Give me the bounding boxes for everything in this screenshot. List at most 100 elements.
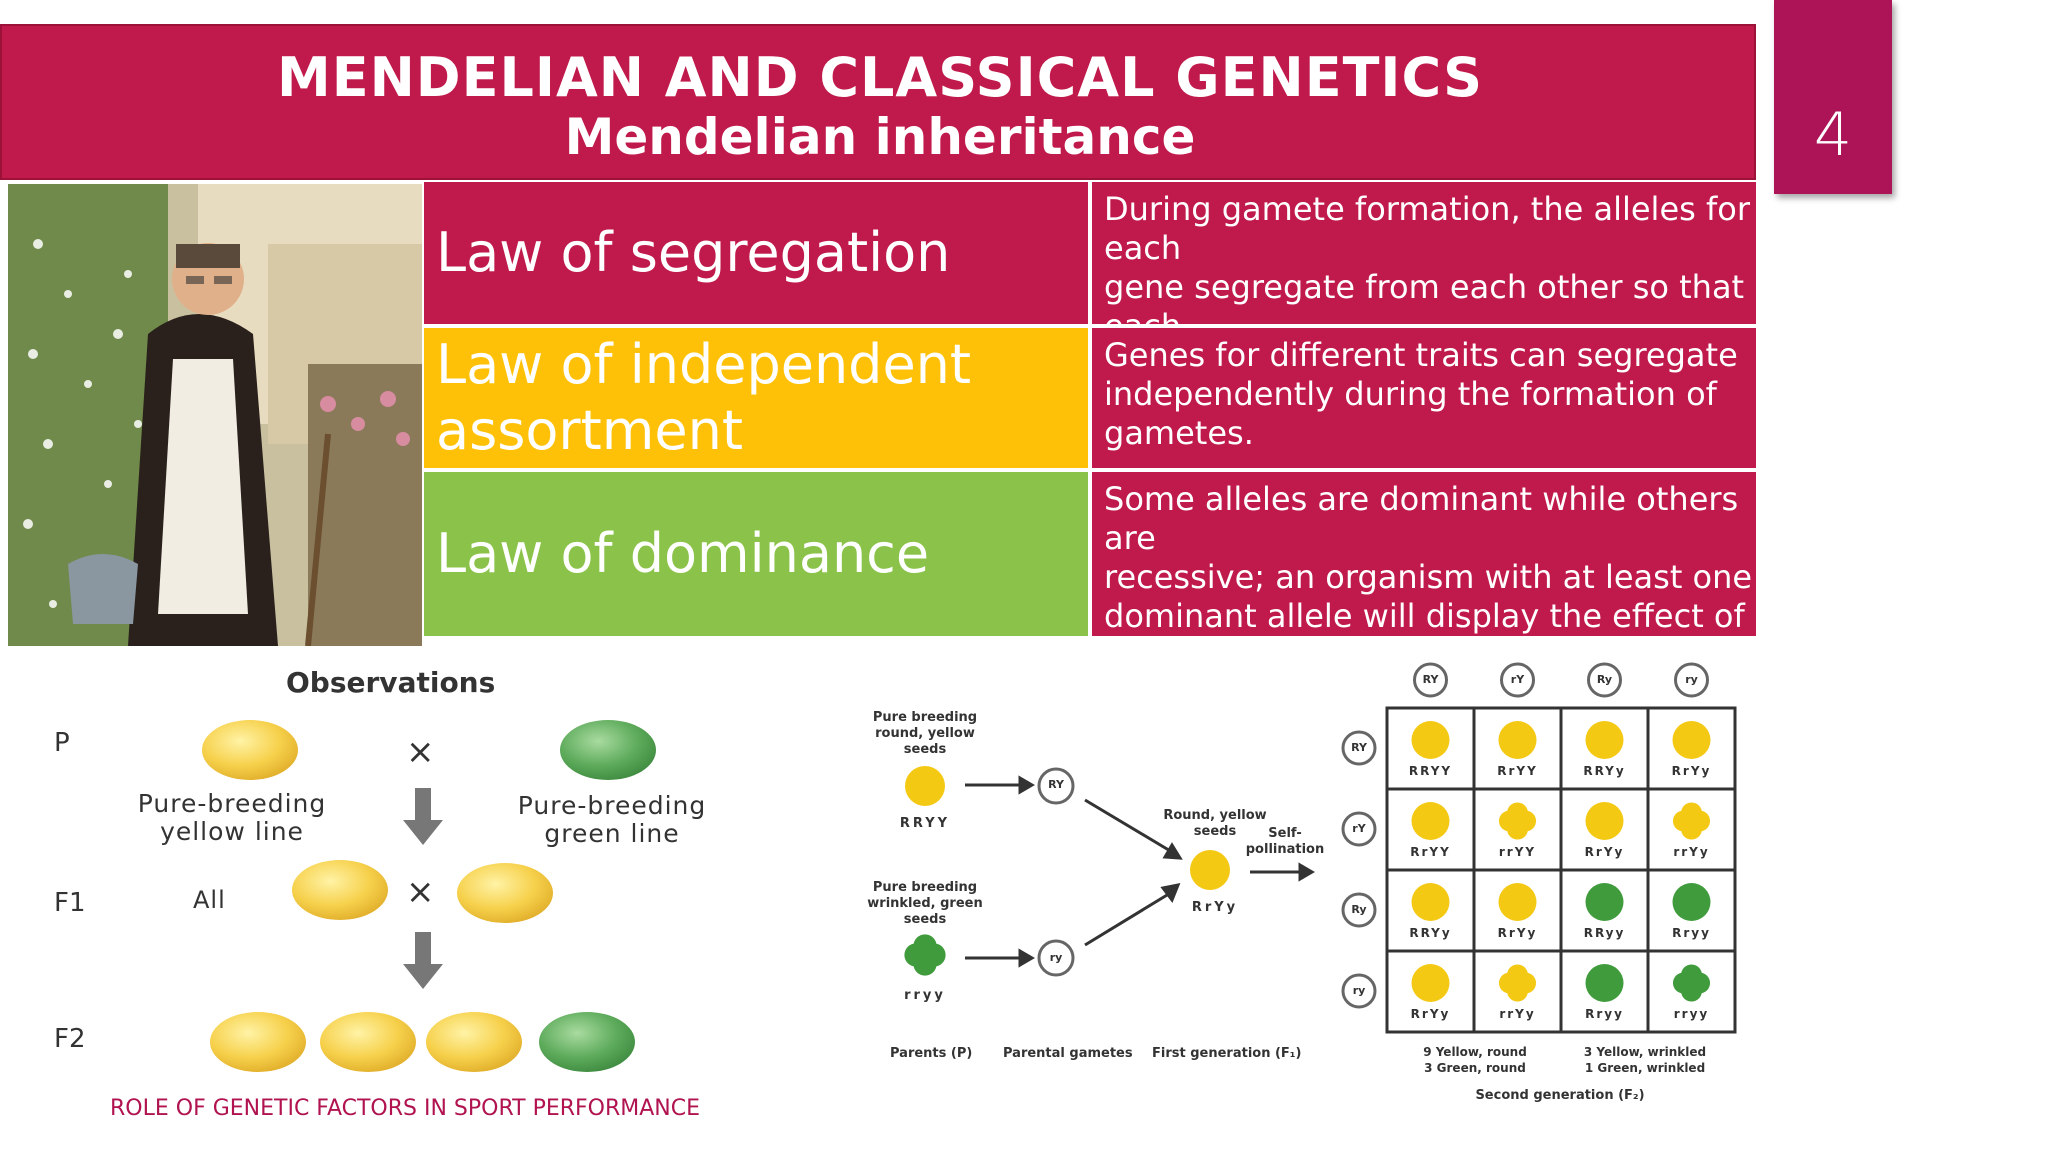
f2-generation-label: F2 — [54, 1024, 86, 1054]
yellow-seed — [202, 720, 298, 780]
punnett-seed — [1411, 802, 1450, 840]
gamete-header-label: RY — [1422, 673, 1439, 686]
arrow-down-icon — [403, 788, 443, 845]
law-description-line: Some alleles are dominant while others a… — [1104, 480, 1739, 557]
punnett-seed — [1672, 721, 1711, 759]
law-description-cell: Some alleles are dominant while others a… — [1092, 472, 1756, 713]
phenotype-ratio: 1 Green, wrinkled — [1584, 1061, 1706, 1075]
punnett-seed — [1585, 964, 1624, 1002]
law-description-line: dominant allele. — [1104, 675, 1363, 713]
law-description-line: gametes. — [1104, 414, 1254, 452]
law-description-line: recessive; an organism with at least one — [1104, 558, 1753, 596]
footer-text: ROLE OF GENETIC FACTORS IN SPORT PERFORM… — [110, 1096, 701, 1121]
punnett-seed — [1672, 802, 1711, 840]
punnett-seed — [1585, 721, 1624, 759]
punnett-seed — [1498, 802, 1537, 840]
punnett-seed — [1498, 721, 1537, 759]
punnett-seed — [1411, 883, 1450, 921]
gamete-header-circle — [1413, 662, 1448, 698]
punnett-seed — [1498, 964, 1537, 1002]
f1-label: seeds — [1193, 824, 1237, 839]
punnett-seed — [1498, 883, 1537, 921]
observations-diagram — [202, 720, 656, 1072]
slide-subtitle: Mendelian inheritance — [564, 108, 1196, 166]
gamete-header-circle — [1341, 811, 1377, 847]
law-name-cell: Law of segregation — [424, 182, 1088, 324]
parents-caption: Parents (P) — [890, 1046, 973, 1061]
gamete-header-circle — [1500, 662, 1535, 698]
f1-generation-label: F1 — [54, 888, 86, 918]
gametes-caption: Parental gametes — [1003, 1046, 1133, 1061]
punnett-genotype: RrYy — [1584, 845, 1625, 859]
gamete-header-label: Ry — [1596, 673, 1613, 686]
law-name: Law of segregation — [436, 221, 951, 284]
f1-caption: First generation (F₁) — [1152, 1046, 1302, 1061]
yellow-seed — [320, 1012, 416, 1072]
f1-seed — [1190, 850, 1230, 890]
gamete-header-label: ry — [1685, 673, 1698, 686]
punnett-genotype: RrYy — [1671, 764, 1712, 778]
parent1-label: round, yellow — [875, 726, 975, 741]
punnett-seed — [1411, 721, 1450, 759]
punnett-seed — [1672, 964, 1711, 1002]
round-yellow-seed — [905, 766, 945, 806]
gamete-header-label: rY — [1510, 673, 1525, 686]
parent1-label: seeds — [903, 742, 947, 757]
parent2-label: Pure breeding — [872, 880, 978, 895]
cross-symbol: × — [406, 732, 435, 772]
punnett-genotype: RRyy — [1583, 926, 1626, 940]
punnett-seed — [1411, 964, 1450, 1002]
slide-title: MENDELIAN AND CLASSICAL GENETICS — [276, 46, 1484, 109]
punnett-genotype: RrYY — [1410, 845, 1451, 859]
observations-title: Observations — [286, 666, 496, 699]
gamete-header-circle — [1341, 730, 1377, 766]
law-description-cell: During gamete formation, the alleles for… — [1092, 182, 1756, 423]
law-description-line: Genes for different traits can segregate — [1104, 336, 1738, 374]
gamete-circle — [1037, 767, 1075, 805]
f1-label: Round, yellow — [1163, 808, 1267, 823]
yellow-seed — [210, 1012, 306, 1072]
punnett-seed — [1585, 802, 1624, 840]
law-name-cell: Law of dominance — [424, 472, 1088, 636]
punnett-genotype: rrYy — [1499, 1007, 1536, 1021]
parent2-genotype: rryy — [904, 988, 946, 1003]
punnett-genotype: rrYY — [1498, 845, 1537, 859]
all-label: All — [193, 886, 226, 914]
gamete-header-circle — [1587, 662, 1622, 698]
phenotype-ratio: 9 Yellow, round — [1423, 1045, 1527, 1059]
gamete-label: RY — [1048, 778, 1064, 791]
punnett-genotype: RRYY — [1408, 764, 1453, 778]
arrow-down-icon — [403, 932, 443, 989]
parent2-label: seeds — [903, 912, 947, 927]
wrinkled-green-seed — [904, 934, 946, 976]
parent1-genotype: RRYY — [899, 816, 951, 831]
cross-symbol: × — [406, 872, 435, 912]
punnett-genotype: RrYy — [1410, 1007, 1451, 1021]
gamete-header-circle — [1341, 973, 1377, 1009]
punnett-genotype: Rryy — [1585, 1007, 1624, 1021]
gamete-circle — [1037, 939, 1075, 977]
page-number-box: 4 — [1774, 0, 1892, 194]
law-description-line: independently during the formation of — [1104, 375, 1717, 413]
gamete-header-circle — [1674, 662, 1709, 698]
law-description-line: During gamete formation, the alleles for… — [1104, 190, 1750, 267]
law-description-line: dominant allele will display the effect … — [1104, 597, 1745, 674]
phenotype-ratio: 3 Green, round — [1424, 1061, 1526, 1075]
mendel-illustration — [8, 184, 422, 646]
gamete-header-label: ry — [1352, 984, 1366, 997]
law-name: assortment — [436, 399, 743, 462]
punnett-genotype: Rryy — [1672, 926, 1711, 940]
page-number: 4 — [1813, 100, 1853, 170]
law-description-cell: Genes for different traits can segregate… — [1092, 328, 1756, 468]
self-pollination-label: pollination — [1245, 842, 1325, 857]
law-name: Law of independent — [436, 333, 972, 396]
parent2-label: wrinkled, green — [867, 896, 983, 911]
green-seed — [539, 1012, 635, 1072]
f1-genotype: RrYy — [1191, 900, 1239, 915]
punnett-seed — [1672, 883, 1711, 921]
gamete-header-label: RY — [1351, 741, 1367, 754]
f2-caption: Second generation (F₂) — [1475, 1088, 1645, 1103]
